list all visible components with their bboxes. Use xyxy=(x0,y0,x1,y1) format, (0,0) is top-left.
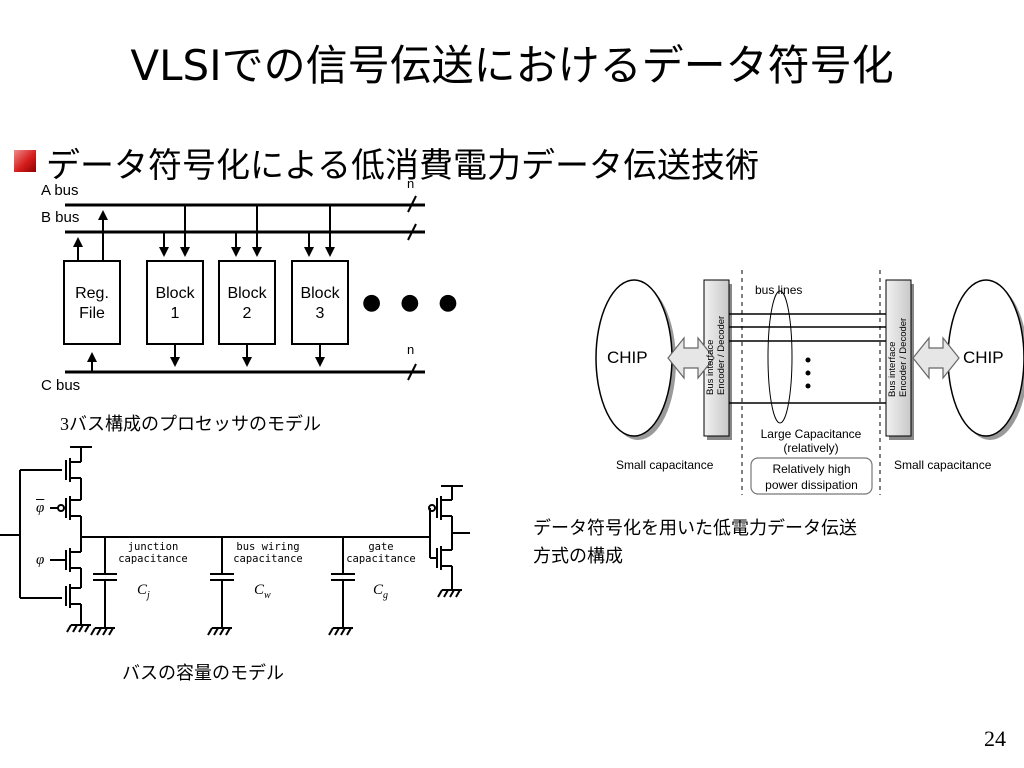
bus-width-label-top: n xyxy=(407,176,415,191)
junction-label-line2: capacitance xyxy=(118,553,188,565)
wiring-label-line1: bus wiring xyxy=(236,541,300,553)
cj-main: C xyxy=(137,582,148,598)
gate-label-line1: gate xyxy=(368,541,394,553)
slide-title: VLSIでの信号伝送におけるデータ符号化 xyxy=(130,41,894,90)
c-bus-label: C bus xyxy=(41,377,81,394)
cj-sub: j xyxy=(147,590,150,601)
high-power-label: Relatively high power dissipation xyxy=(751,461,872,493)
bus-lines-label: bus lines xyxy=(755,283,803,297)
cg-sub: g xyxy=(383,590,389,601)
b-bus-label: B bus xyxy=(41,209,80,226)
cg-main: C xyxy=(373,582,384,598)
cw-main: C xyxy=(254,582,265,598)
block-3-label-line1: Block xyxy=(300,285,340,302)
processor-model-caption: 3バス構成のプロセッサのモデル xyxy=(60,410,321,436)
capacitance-model-caption: バスの容量のモデル xyxy=(122,663,284,684)
wiring-capacitance-label: bus wiring capacitance xyxy=(228,541,308,565)
processor-caption-text: バス構成のプロセッサのモデル xyxy=(69,414,321,435)
high-power-line1: Relatively high xyxy=(772,462,851,476)
reg-file-label-line2: File xyxy=(79,305,105,322)
large-capacitance-line2: (relatively) xyxy=(783,441,839,455)
block-1-label-line1: Block xyxy=(155,285,195,302)
chip-left-label: CHIP xyxy=(607,348,648,367)
phi-label: φ xyxy=(36,552,45,568)
junction-label-line1: junction xyxy=(127,541,179,553)
block-3: Block 3 xyxy=(291,260,349,345)
encoding-system-caption: データ符号化を用いた低電力データ伝送 方式の構成 xyxy=(533,515,857,571)
large-capacitance-label: Large Capacitance (relatively) xyxy=(746,427,876,455)
page-number: 24 xyxy=(984,726,1006,751)
block-1: Block 1 xyxy=(146,260,204,345)
slide-subtitle: データ符号化による低消費電力データ伝送技術 xyxy=(46,146,759,186)
cw-sub: w xyxy=(264,590,271,601)
wiring-label-line2: capacitance xyxy=(233,553,303,565)
large-capacitance-line1: Large Capacitance xyxy=(760,427,862,441)
high-power-line2: power dissipation xyxy=(765,478,858,492)
block-3-label-line2: 3 xyxy=(315,305,325,322)
processor-caption-number: 3 xyxy=(60,414,69,434)
bullet-square-icon xyxy=(14,150,36,172)
junction-capacitance-label: junction capacitance xyxy=(113,541,193,565)
bus-interface-left-label: Bus interface Encoder / Decoder xyxy=(705,316,727,395)
cj-symbol: Cj xyxy=(137,582,150,601)
encoding-caption-line2: 方式の構成 xyxy=(533,546,623,567)
gate-label-line2: capacitance xyxy=(346,553,416,565)
bus-interface-right-label: Bus interface Encoder / Decoder xyxy=(887,318,909,397)
a-bus-label: A bus xyxy=(41,182,79,199)
small-capacitance-right-label: Small capacitance xyxy=(894,458,992,472)
bus-interface-right-line1: Bus interface xyxy=(887,341,898,397)
more-blocks-ellipsis: ● ● ● xyxy=(362,290,464,315)
gate-capacitance-label: gate capacitance xyxy=(341,541,421,565)
phi-bar-label: φ xyxy=(36,500,45,516)
bus-interface-right-line2: Encoder / Decoder xyxy=(898,317,909,397)
bus-interface-left-line2: Encoder / Decoder xyxy=(716,315,727,395)
reg-file-label-line1: Reg. xyxy=(75,285,109,302)
encoding-caption-line1: データ符号化を用いた低電力データ伝送 xyxy=(533,518,857,539)
bus-width-label-bottom: n xyxy=(407,342,415,357)
small-capacitance-left-label: Small capacitance xyxy=(616,458,714,472)
chip-right-label: CHIP xyxy=(963,348,1004,367)
block-2: Block 2 xyxy=(218,260,276,345)
cg-symbol: Cg xyxy=(373,582,388,601)
cw-symbol: Cw xyxy=(254,582,271,601)
bus-interface-left-line1: Bus interface xyxy=(705,339,716,395)
block-1-label-line2: 1 xyxy=(170,305,180,322)
block-2-label-line2: 2 xyxy=(242,305,252,322)
block-2-label-line1: Block xyxy=(227,285,267,302)
reg-file-block: Reg. File xyxy=(63,260,121,345)
